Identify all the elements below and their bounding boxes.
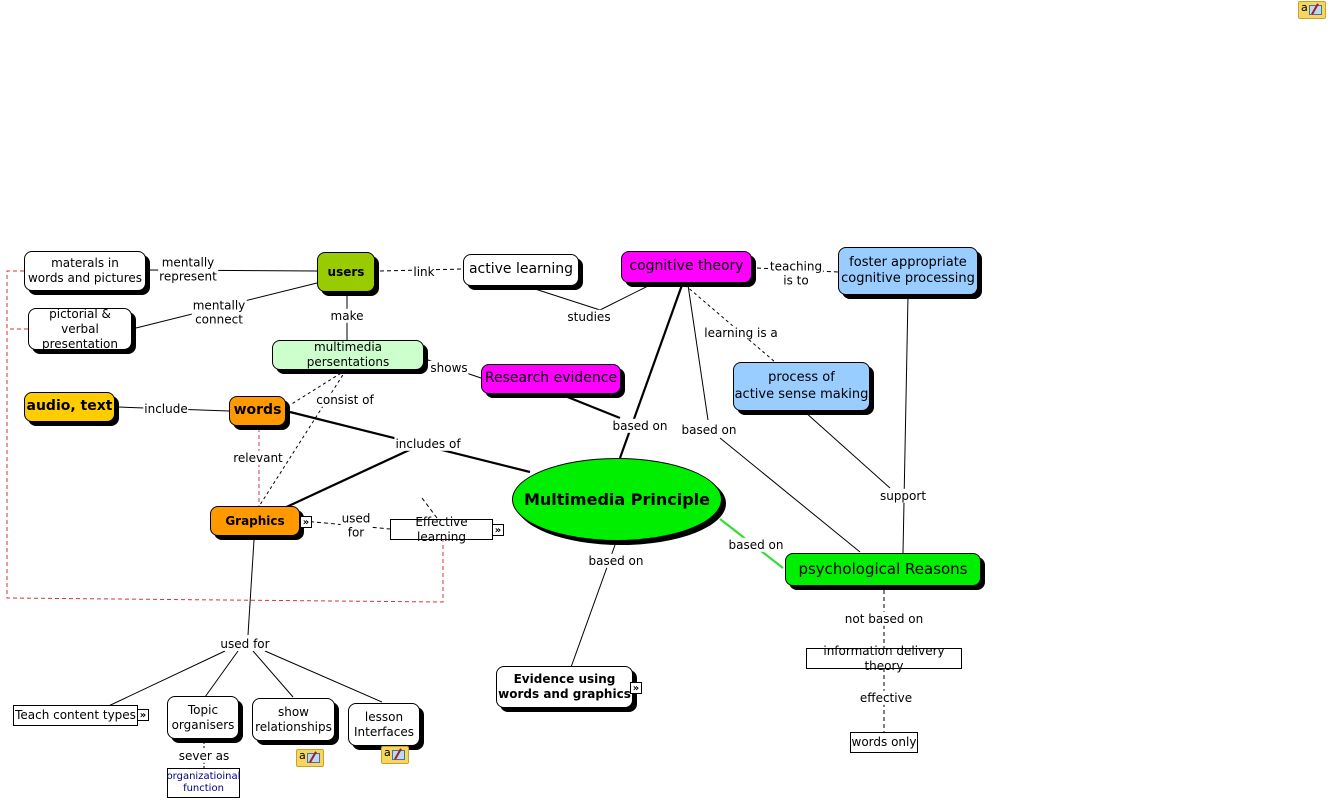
node-lesson-interfaces[interactable]: lesson Interfaces bbox=[348, 703, 420, 746]
note-show-relationships-icon[interactable]: a bbox=[296, 749, 324, 767]
link-based-on-cognitive[interactable]: based on bbox=[680, 422, 738, 438]
node-show-relationships[interactable]: show relationships bbox=[252, 698, 335, 741]
node-foster-processing[interactable]: foster appropriate cognitive processing bbox=[838, 247, 978, 295]
node-materials[interactable]: materals in words and pictures bbox=[24, 251, 146, 291]
link-sever-as[interactable]: sever as bbox=[177, 748, 231, 764]
node-users[interactable]: users bbox=[317, 252, 375, 292]
link-teaching-is-to[interactable]: teaching is to bbox=[768, 259, 824, 289]
link-mentally-connect[interactable]: mentally connect bbox=[191, 298, 247, 328]
link-used-for-effective[interactable]: used for bbox=[340, 511, 372, 541]
node-words[interactable]: words bbox=[229, 396, 286, 426]
link-make[interactable]: make bbox=[329, 308, 365, 324]
node-graphics[interactable]: Graphics bbox=[210, 506, 300, 536]
node-topic-organisers[interactable]: Topic organisers bbox=[167, 696, 239, 739]
node-audio-text[interactable]: audio, text bbox=[24, 392, 115, 422]
link-learning-is-a[interactable]: learning is a bbox=[703, 325, 779, 341]
node-research-evidence[interactable]: Research evidence bbox=[481, 364, 621, 394]
node-psychological-reasons[interactable]: psychological Reasons bbox=[785, 553, 981, 586]
node-teach-content-types[interactable]: Teach content types bbox=[13, 705, 138, 726]
link-shows[interactable]: shows bbox=[429, 360, 469, 376]
link-used-for-graphics[interactable]: used for bbox=[219, 636, 271, 652]
link-support[interactable]: support bbox=[878, 488, 928, 504]
node-pictorial-verbal[interactable]: pictorial & verbal presentation bbox=[28, 307, 132, 351]
note-icon-letter: a bbox=[1301, 1, 1308, 14]
note-lesson-interfaces-icon[interactable]: a bbox=[381, 746, 409, 764]
expand-effective-learning-icon[interactable]: » bbox=[492, 524, 504, 536]
expand-evidence-icon[interactable]: » bbox=[630, 682, 642, 694]
note-icon[interactable]: a bbox=[1298, 1, 1326, 19]
pen-icon bbox=[307, 753, 320, 763]
node-active-learning[interactable]: active learning bbox=[463, 254, 579, 286]
link-not-based-on[interactable]: not based on bbox=[843, 611, 925, 627]
link-based-on-psychological[interactable]: based on bbox=[727, 537, 785, 553]
node-multimedia-principle[interactable]: Multimedia Principle bbox=[512, 458, 722, 541]
link-mentally-represent[interactable]: mentally represent bbox=[158, 255, 218, 285]
link-include[interactable]: include bbox=[143, 401, 189, 417]
note-icon-letter: a bbox=[299, 749, 306, 762]
note-icon-letter: a bbox=[384, 746, 391, 759]
node-process-active-sense-making[interactable]: process of active sense making bbox=[733, 362, 870, 411]
link-includes-of[interactable]: includes of bbox=[394, 436, 462, 452]
node-organizational-function[interactable]: organizatioinal function bbox=[167, 768, 240, 798]
link-studies[interactable]: studies bbox=[566, 309, 612, 325]
node-words-only[interactable]: words only bbox=[850, 732, 918, 753]
link-consist-of[interactable]: consist of bbox=[315, 392, 375, 408]
link-link[interactable]: link bbox=[412, 264, 436, 280]
pen-icon bbox=[1309, 5, 1322, 15]
node-evidence-words-graphics[interactable]: Evidence using words and graphics bbox=[496, 666, 633, 708]
node-multimedia-presentations[interactable]: multimedia persentations bbox=[272, 340, 424, 370]
link-based-on-evidence[interactable]: based on bbox=[587, 553, 645, 569]
expand-graphics-icon[interactable]: » bbox=[300, 516, 312, 528]
pen-icon bbox=[392, 750, 405, 760]
node-cognitive-theory[interactable]: cognitive theory bbox=[621, 251, 752, 283]
link-relevant[interactable]: relevant bbox=[232, 450, 284, 466]
link-based-on-research[interactable]: based on bbox=[611, 418, 669, 434]
link-effective[interactable]: effective bbox=[858, 690, 914, 706]
node-effective-learning[interactable]: Effective learning bbox=[390, 515, 493, 544]
node-information-delivery-theory[interactable]: information delivery theory bbox=[806, 644, 962, 673]
expand-teach-content-icon[interactable]: » bbox=[137, 709, 149, 721]
